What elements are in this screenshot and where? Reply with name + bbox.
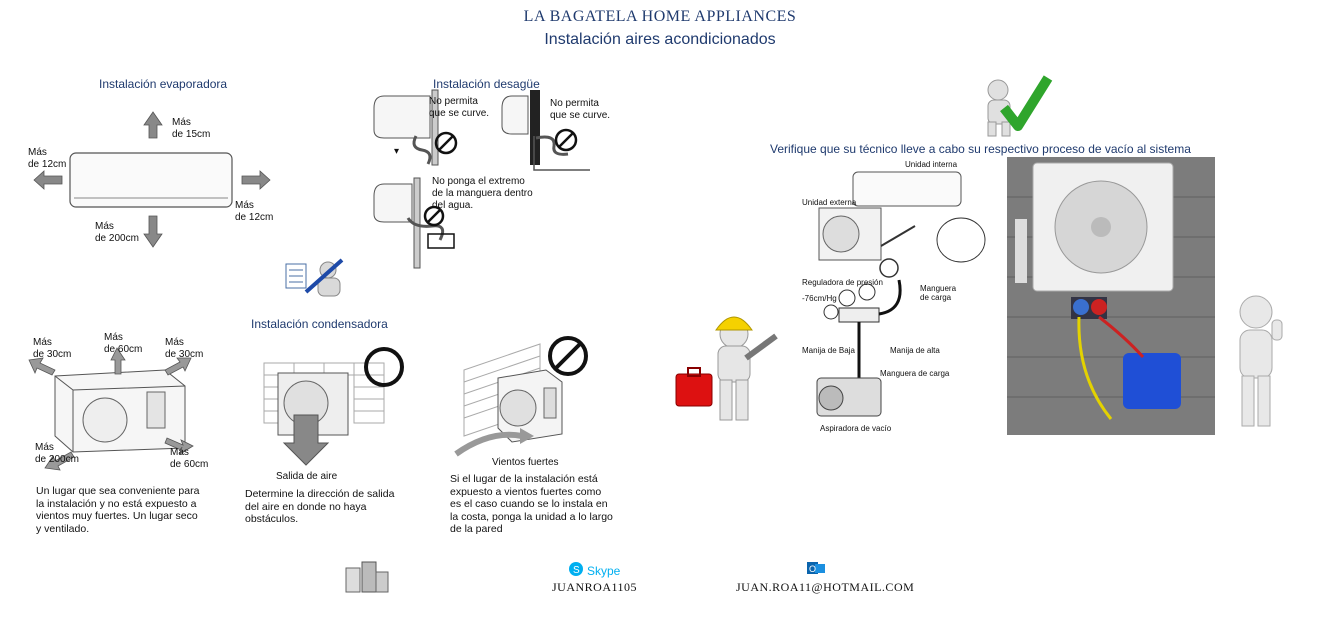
svg-text:▾: ▾ bbox=[394, 146, 399, 157]
vacuum-schematic bbox=[816, 171, 986, 417]
strong-wind-diagram bbox=[454, 336, 588, 457]
air-outlet-diagram bbox=[263, 347, 404, 466]
svg-text:O: O bbox=[809, 564, 816, 574]
cond-bottom-right-label: Más de 60cm bbox=[170, 447, 209, 470]
air-outlet-text: Determine la dirección de salida del air… bbox=[245, 488, 395, 525]
email-address[interactable]: JUAN.ROA11@HOTMAIL.COM bbox=[736, 580, 915, 594]
label-unidad-externa: Unidad externa bbox=[802, 198, 857, 207]
label-aspiradora: Aspiradora de vacío bbox=[820, 424, 892, 433]
skype-label: Skype bbox=[587, 564, 621, 578]
vacuum-title: Verifique que su técnico lleve a cabo su… bbox=[770, 142, 1191, 156]
cond-top-right-label: Más de 30cm bbox=[165, 337, 204, 360]
desague-note-3: No ponga el extremo de la manguera dentr… bbox=[432, 176, 533, 211]
technician-pencil-icon bbox=[285, 258, 344, 297]
desague-note-1: No permita que se curve. bbox=[429, 96, 490, 119]
clearance-arrows bbox=[33, 111, 271, 248]
thumbs-up-figure-icon bbox=[1239, 295, 1283, 427]
outlook-icon: O bbox=[807, 562, 825, 574]
cond-bottom-left-label: Más de 200cm bbox=[35, 442, 79, 465]
evap-bottom-label: Más de 200cm bbox=[95, 221, 139, 244]
svg-text:S: S bbox=[573, 565, 580, 576]
skype-icon: S bbox=[569, 562, 583, 576]
outdoor-caption: Un lugar que sea conveniente para la ins… bbox=[36, 485, 200, 535]
appliances-logo-icon bbox=[345, 561, 389, 593]
label-manguera-carga-1: Manguera de carga bbox=[920, 284, 957, 302]
condensadora-title: Instalación condensadora bbox=[251, 317, 388, 331]
company-name: LA BAGATELA HOME APPLIANCES bbox=[523, 8, 797, 25]
strong-wind-text: Si el lugar de la instalación está expue… bbox=[450, 473, 613, 535]
label-unidad-interna: Unidad interna bbox=[905, 160, 958, 169]
desague-diagram: ▾ bbox=[373, 89, 590, 269]
desague-note-2: No permita que se curve. bbox=[550, 98, 611, 121]
label-vacuum-pressure: -76cm/Hg bbox=[802, 294, 837, 303]
cond-top-mid-label: Más de 60cm bbox=[104, 332, 143, 355]
air-outlet-label: Salida de aire bbox=[276, 471, 338, 482]
evaporadora-diagram bbox=[33, 111, 271, 248]
label-manija-baja: Manija de Baja bbox=[802, 346, 855, 355]
label-reguladora: Reguladora de presión bbox=[802, 278, 883, 287]
label-manija-alta: Manija de alta bbox=[890, 346, 940, 355]
outdoor-clearance-diagram bbox=[28, 347, 194, 471]
worker-with-tools-icon bbox=[675, 316, 778, 421]
evap-top-label: Más de 15cm bbox=[172, 117, 211, 140]
evap-left-label: Más de 12cm bbox=[28, 147, 67, 170]
page-subtitle: Instalación aires acondicionados bbox=[544, 31, 776, 48]
label-manguera-carga-2: Manguera de carga bbox=[880, 369, 950, 378]
evap-right-label: Más de 12cm bbox=[235, 200, 274, 223]
indoor-unit-shape bbox=[69, 152, 233, 208]
checkmark-figure-icon bbox=[987, 75, 1053, 137]
skype-username[interactable]: JUANROA1105 bbox=[552, 580, 638, 594]
strong-wind-label: Vientos fuertes bbox=[492, 457, 559, 468]
outdoor-unit-photo bbox=[1007, 157, 1215, 435]
desague-title: Instalación desagüe bbox=[433, 77, 540, 91]
evaporadora-title: Instalación evaporadora bbox=[99, 77, 228, 91]
cond-top-left-label: Más de 30cm bbox=[33, 337, 72, 360]
